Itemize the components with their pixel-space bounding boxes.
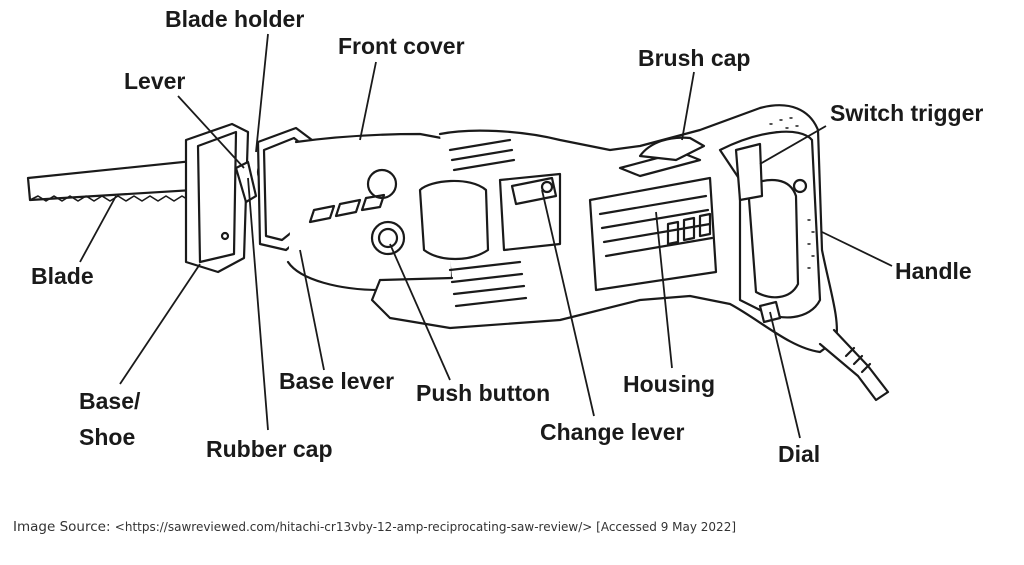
leader-base-shoe <box>119 263 201 385</box>
leader-push-button <box>389 243 451 381</box>
label-blade-holder: Blade holder <box>165 6 305 32</box>
leader-switch-trigger <box>759 125 827 165</box>
label-blade: Blade <box>31 263 94 289</box>
leader-base-lever <box>299 249 325 371</box>
leader-lever <box>177 95 245 169</box>
label-change-lever: Change lever <box>540 419 685 445</box>
label-base-lever: Base lever <box>279 368 395 394</box>
label-lever: Lever <box>124 68 186 94</box>
label-push-button: Push button <box>416 380 551 406</box>
leader-housing <box>655 211 673 369</box>
source-accessed: [Accessed 9 May 2022] <box>592 520 737 534</box>
power-cord-drawing <box>818 328 890 402</box>
label-front-cover: Front cover <box>338 33 465 59</box>
label-brush-cap: Brush cap <box>638 45 751 71</box>
image-source-caption: Image Source: <https://sawreviewed.com/h… <box>13 519 736 535</box>
label-housing: Housing <box>623 371 715 397</box>
leader-handle <box>821 231 893 267</box>
handle-drawing <box>718 117 822 324</box>
label-dial: Dial <box>778 441 821 467</box>
label-handle: Handle <box>895 258 972 284</box>
label-rubber-cap: Rubber cap <box>206 436 333 462</box>
label-switch-trigger: Switch trigger <box>830 100 984 126</box>
leader-front-cover <box>359 61 377 141</box>
leader-dial <box>769 311 801 439</box>
leader-blade-holder <box>255 33 269 153</box>
label-base-shoe: Base/ Shoe <box>79 383 140 455</box>
housing-drawing <box>370 104 838 354</box>
label-base-shoe-line1: Base/ <box>79 388 141 414</box>
front-cover-drawing <box>286 132 454 292</box>
base-shoe-drawing <box>184 122 250 274</box>
leader-rubber-cap <box>247 177 269 431</box>
leader-brush-cap <box>681 71 695 141</box>
source-prefix: Image Source: <box>13 519 115 535</box>
reciprocating-saw-diagram <box>26 33 893 439</box>
leader-change-lever <box>541 189 595 417</box>
leader-blade <box>79 195 117 263</box>
source-url: <https://sawreviewed.com/hitachi-cr13vby… <box>114 520 593 534</box>
label-base-shoe-line2: Shoe <box>79 424 136 450</box>
